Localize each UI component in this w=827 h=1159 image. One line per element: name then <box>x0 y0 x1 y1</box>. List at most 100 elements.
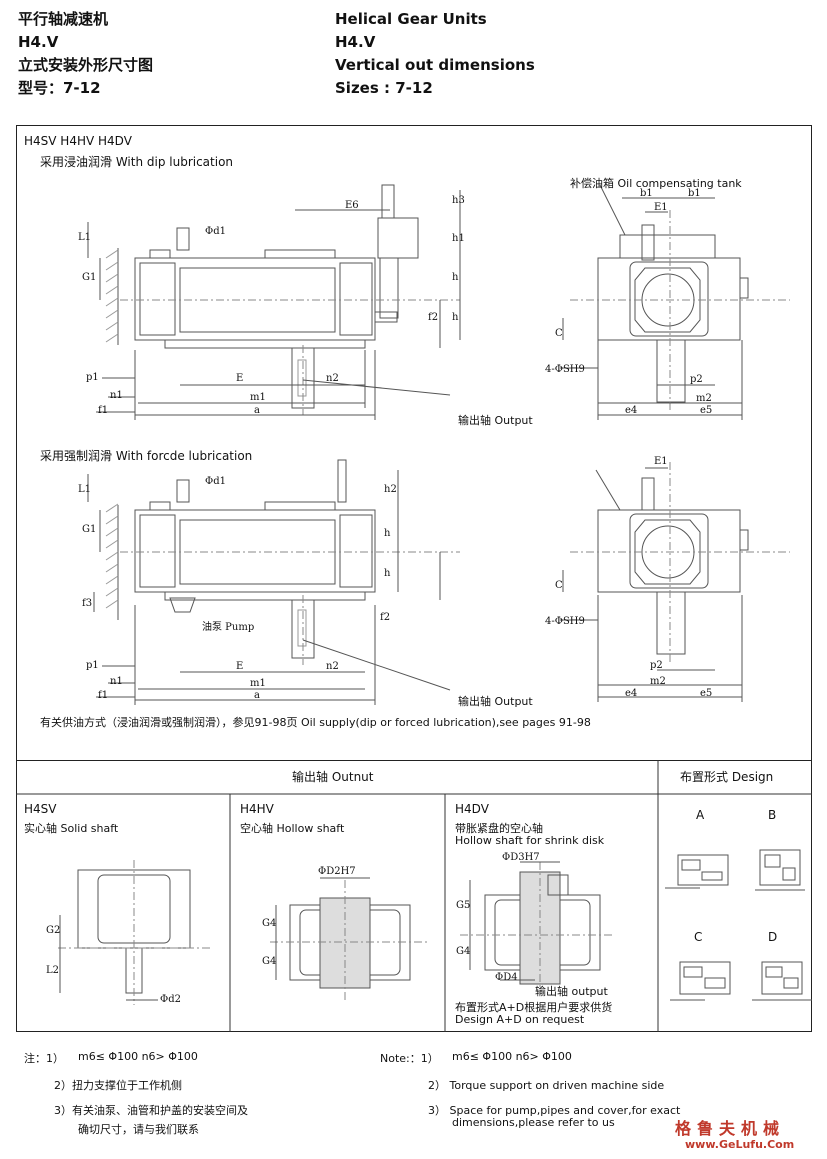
forced-side-view <box>87 459 460 705</box>
header-cn: 平行轴减速机 H4.V 立式安装外形尺寸图 型号：7-12 <box>18 8 153 100</box>
header-en-title: Helical Gear Units <box>335 10 487 28</box>
bottom-table-frame <box>16 760 812 1032</box>
models-label: H4SV H4HV H4DV <box>24 134 132 148</box>
dim-forced-e4: e4 <box>625 688 638 699</box>
note-cn-1: m6≤ Φ100 n6> Φ100 <box>78 1050 198 1063</box>
dim-forced-h-b: h <box>384 568 391 579</box>
dim-b1-right: b1 <box>688 188 701 199</box>
arrangement-header: 布置形式 Design <box>680 770 774 784</box>
header-cn-sizes: 型号：7-12 <box>18 79 101 97</box>
note-cn-prefix: 注：1） <box>24 1052 64 1065</box>
dim-h-a: h <box>452 272 459 283</box>
dim-E6: E6 <box>345 200 359 211</box>
dim-forced-n1: n1 <box>110 676 123 687</box>
dim-E1: E1 <box>654 202 668 213</box>
dim-forced-G1: G1 <box>82 524 97 535</box>
header-cn-model: H4.V <box>18 33 59 51</box>
h4dv-output-label: 输出轴 output <box>535 985 608 998</box>
forced-lubrication-label: 采用强制润滑 With forcde lubrication <box>40 449 253 463</box>
dim-forced-d1: Φd1 <box>205 476 226 487</box>
h4sv-desc: 实心轴 Solid shaft <box>24 822 119 835</box>
dim-forced-f3: f3 <box>82 598 93 609</box>
dim-d2: Φd2 <box>160 994 181 1005</box>
dip-side-view <box>87 184 461 420</box>
dim-G2: G2 <box>46 925 61 936</box>
h4dv-note-cn: 布置形式A+D根据用户要求供货 <box>455 1001 613 1014</box>
dim-forced-h2: h2 <box>384 484 397 495</box>
dim-forced-m2: m2 <box>650 676 666 687</box>
dim-n1: n1 <box>110 390 123 401</box>
dim-forced-L1: L1 <box>78 484 92 495</box>
design-B-label: B <box>768 808 777 822</box>
dim-L2: L2 <box>46 965 60 976</box>
dim-L1: L1 <box>78 232 92 243</box>
dim-f2: f2 <box>428 312 439 323</box>
note-en-1: m6≤ Φ100 n6> Φ100 <box>452 1050 572 1063</box>
dim-forced-f1: f1 <box>98 690 109 701</box>
dim-n2: n2 <box>326 373 339 384</box>
h4hv-title: H4HV <box>240 802 274 816</box>
dim-p2: p2 <box>690 374 703 385</box>
output-shaft-header: 输出轴 Outnut <box>292 770 374 784</box>
output-label-1: 输出轴 Output <box>458 414 533 427</box>
dim-d1: Φd1 <box>205 226 226 237</box>
dim-h1: h1 <box>452 233 465 244</box>
dim-G1: G1 <box>82 272 97 283</box>
dim-h-b: h <box>452 312 459 323</box>
oil-tank-label: 补偿油箱 Oil compensating tank <box>570 177 742 190</box>
dim-E: E <box>236 373 244 384</box>
dim-forced-C: C <box>555 580 563 591</box>
dim-forced-m1: m1 <box>250 678 266 689</box>
dim-e4: e4 <box>625 405 638 416</box>
dim-dv-G4: G4 <box>456 946 471 957</box>
dim-forced-p2: p2 <box>650 660 663 671</box>
dim-forced-h-a: h <box>384 528 391 539</box>
h4dv-desc-en: Hollow shaft for shrink disk <box>455 834 605 847</box>
dim-G5: G5 <box>456 900 471 911</box>
dim-a: a <box>254 405 260 416</box>
dim-D3H7: ΦD3H7 <box>502 852 540 863</box>
dim-b1-left: b1 <box>640 188 653 199</box>
note-cn-2: 2）扭力支撑位于工作机侧 <box>54 1079 182 1092</box>
dip-lubrication-label: 采用浸油润滑 With dip lubrication <box>40 155 234 169</box>
forced-front-view <box>560 462 790 702</box>
h4sv-drawing <box>58 860 210 1005</box>
h4dv-drawing <box>460 861 615 995</box>
design-diagrams <box>665 849 812 1001</box>
watermark-cn: 格鲁夫机械 <box>675 1119 786 1138</box>
dim-forced-SH9: 4-ΦSH9 <box>545 616 585 627</box>
design-C-label: C <box>694 930 703 944</box>
note-cn-3b: 确切尺寸，请与我们联系 <box>78 1123 199 1136</box>
note-cn-3a: 3）有关油泵、油管和护盖的安装空间及 <box>54 1104 248 1117</box>
header-en-subtitle: Vertical out dimensions <box>335 56 535 74</box>
design-A-label: A <box>696 808 705 822</box>
dim-forced-n2: n2 <box>326 661 339 672</box>
header-en: Helical Gear Units H4.V Vertical out dim… <box>335 8 535 100</box>
h4hv-drawing <box>270 877 430 1000</box>
dim-m1: m1 <box>250 392 266 403</box>
dim-forced-p1: p1 <box>86 660 99 671</box>
dim-D2H7: ΦD2H7 <box>318 866 356 877</box>
header-en-sizes: Sizes : 7-12 <box>335 79 433 97</box>
dim-D4: ΦD4 <box>495 972 518 983</box>
dim-hv-G4a: G4 <box>262 918 277 929</box>
pump-label: 油泵 Pump <box>202 622 255 633</box>
dim-SH9: 4-ΦSH9 <box>545 364 585 375</box>
dip-front-view <box>560 184 790 420</box>
dim-f1: f1 <box>98 405 109 416</box>
header-cn-subtitle: 立式安装外形尺寸图 <box>18 56 154 74</box>
note-en-3b: dimensions,please refer to us <box>452 1116 615 1129</box>
h4sv-title: H4SV <box>24 802 57 816</box>
dim-forced-a: a <box>254 690 260 701</box>
dim-C: C <box>555 328 563 339</box>
header-cn-title: 平行轴减速机 <box>18 10 109 28</box>
dim-e5: e5 <box>700 405 713 416</box>
dim-hv-G4b: G4 <box>262 956 277 967</box>
header-en-model: H4.V <box>335 33 376 51</box>
dim-h3: h3 <box>452 195 465 206</box>
dim-forced-E1: E1 <box>654 456 668 467</box>
output-label-2: 输出轴 Output <box>458 695 533 708</box>
note-en-prefix: Note:：1） <box>380 1052 439 1065</box>
h4hv-desc: 空心轴 Hollow shaft <box>240 822 345 835</box>
